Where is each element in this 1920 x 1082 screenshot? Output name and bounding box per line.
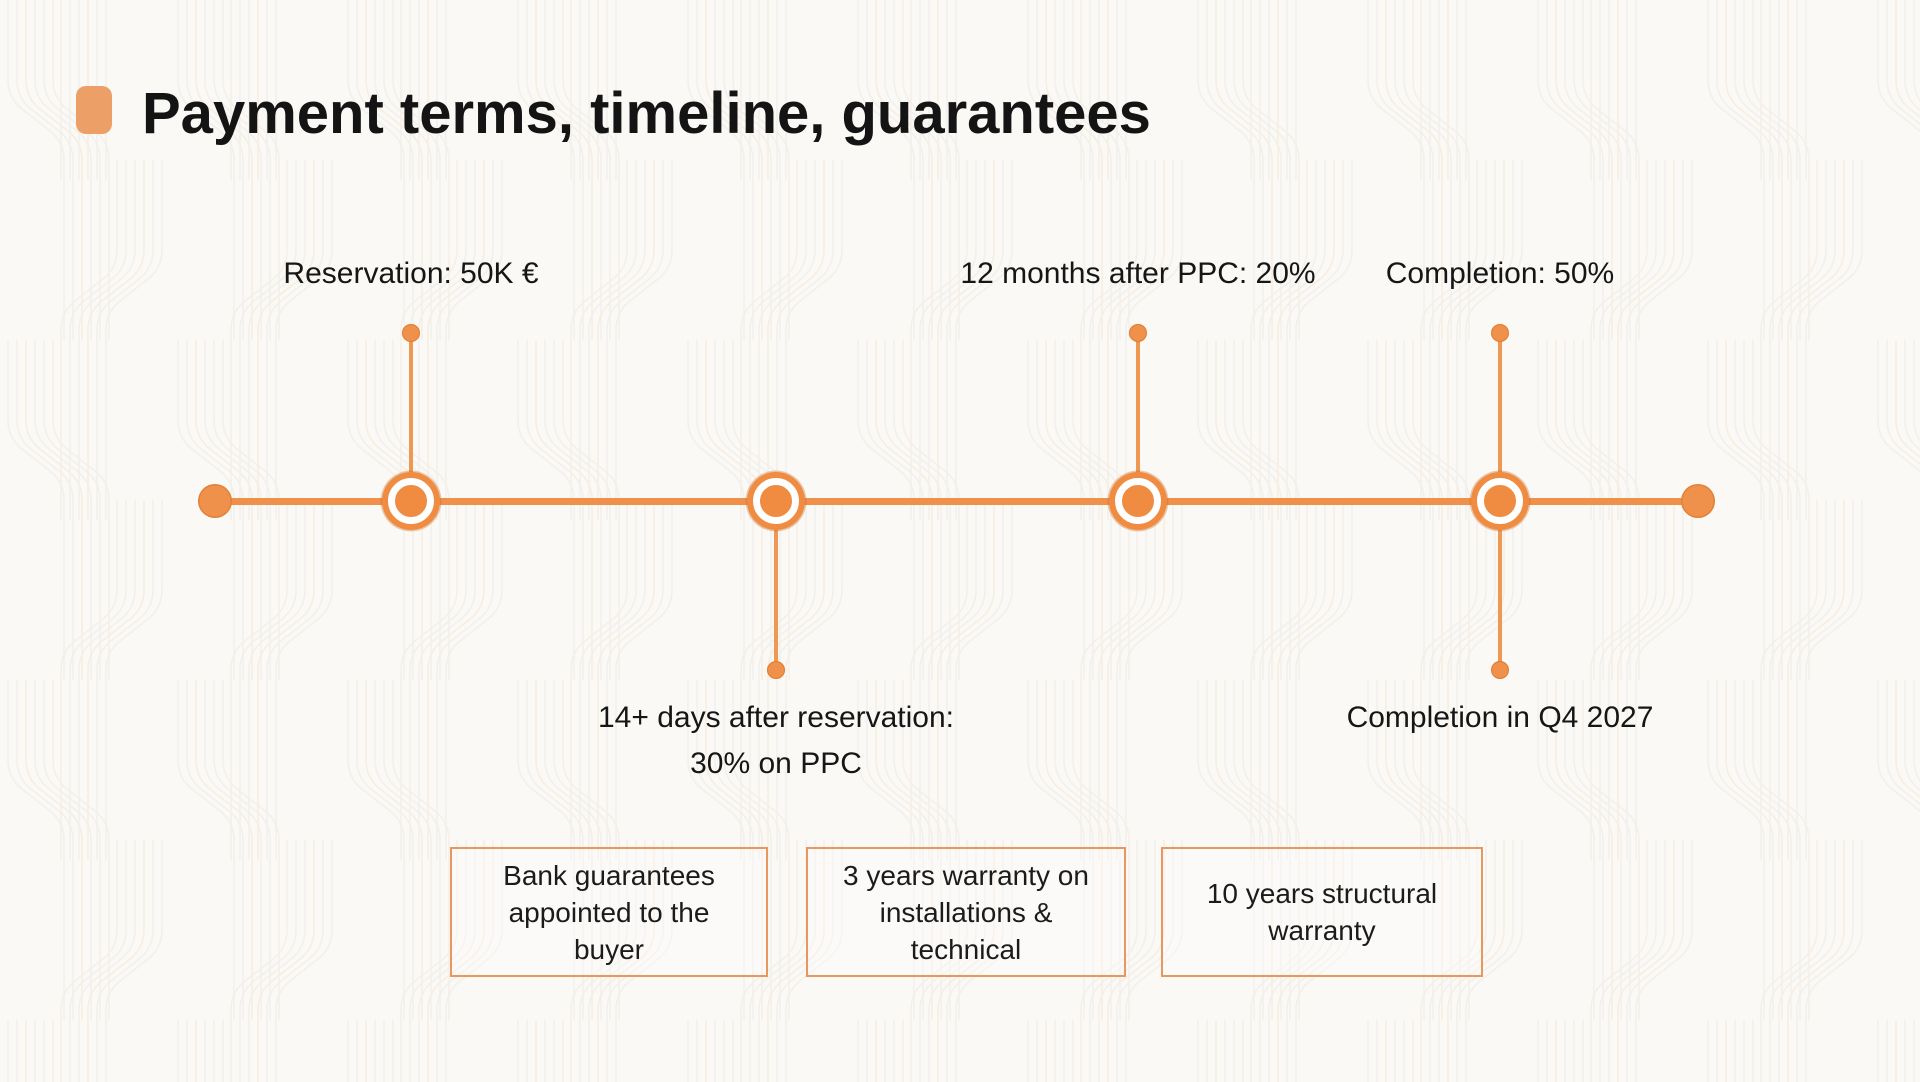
milestone-stem [774, 521, 778, 669]
timeline-node [1115, 478, 1161, 524]
title-bullet-icon [76, 86, 112, 134]
guarantee-text: Bank guarantees appointed to the buyer [503, 859, 715, 965]
guarantee-box-warranty-3y: 3 years warranty on installations & tech… [806, 847, 1126, 977]
guarantee-box-warranty-10y: 10 years structural warranty [1161, 847, 1483, 977]
stem-dot [1491, 661, 1509, 679]
timeline-end-dot [1681, 484, 1715, 518]
milestone-label: Reservation: 50K € [283, 257, 539, 290]
timeline-start-dot [198, 484, 232, 518]
timeline-line [215, 498, 1698, 505]
stem-dot [1129, 324, 1147, 342]
page-title: Payment terms, timeline, guarantees [142, 81, 1151, 146]
milestone-label: Completion: 50% [1385, 257, 1615, 290]
timeline-node [1477, 478, 1523, 524]
timeline-node [753, 478, 799, 524]
stem-dot [402, 324, 420, 342]
milestone-stem [1498, 333, 1502, 483]
milestone-stem [409, 333, 413, 483]
stem-dot [1491, 324, 1509, 342]
guarantee-box-bank: Bank guarantees appointed to the buyer [450, 847, 768, 977]
milestone-label: 12 months after PPC: 20% [960, 257, 1316, 290]
stem-dot [767, 661, 785, 679]
milestone-stem [1498, 521, 1502, 669]
guarantee-text: 3 years warranty on installations & tech… [843, 859, 1089, 965]
milestone-stem [1136, 333, 1140, 483]
milestone-label: 14+ days after reservation: 30% on PPC [597, 701, 955, 780]
guarantee-text: 10 years structural warranty [1206, 878, 1438, 946]
milestone-label: Completion in Q4 2027 [1346, 701, 1654, 734]
timeline-node [388, 478, 434, 524]
